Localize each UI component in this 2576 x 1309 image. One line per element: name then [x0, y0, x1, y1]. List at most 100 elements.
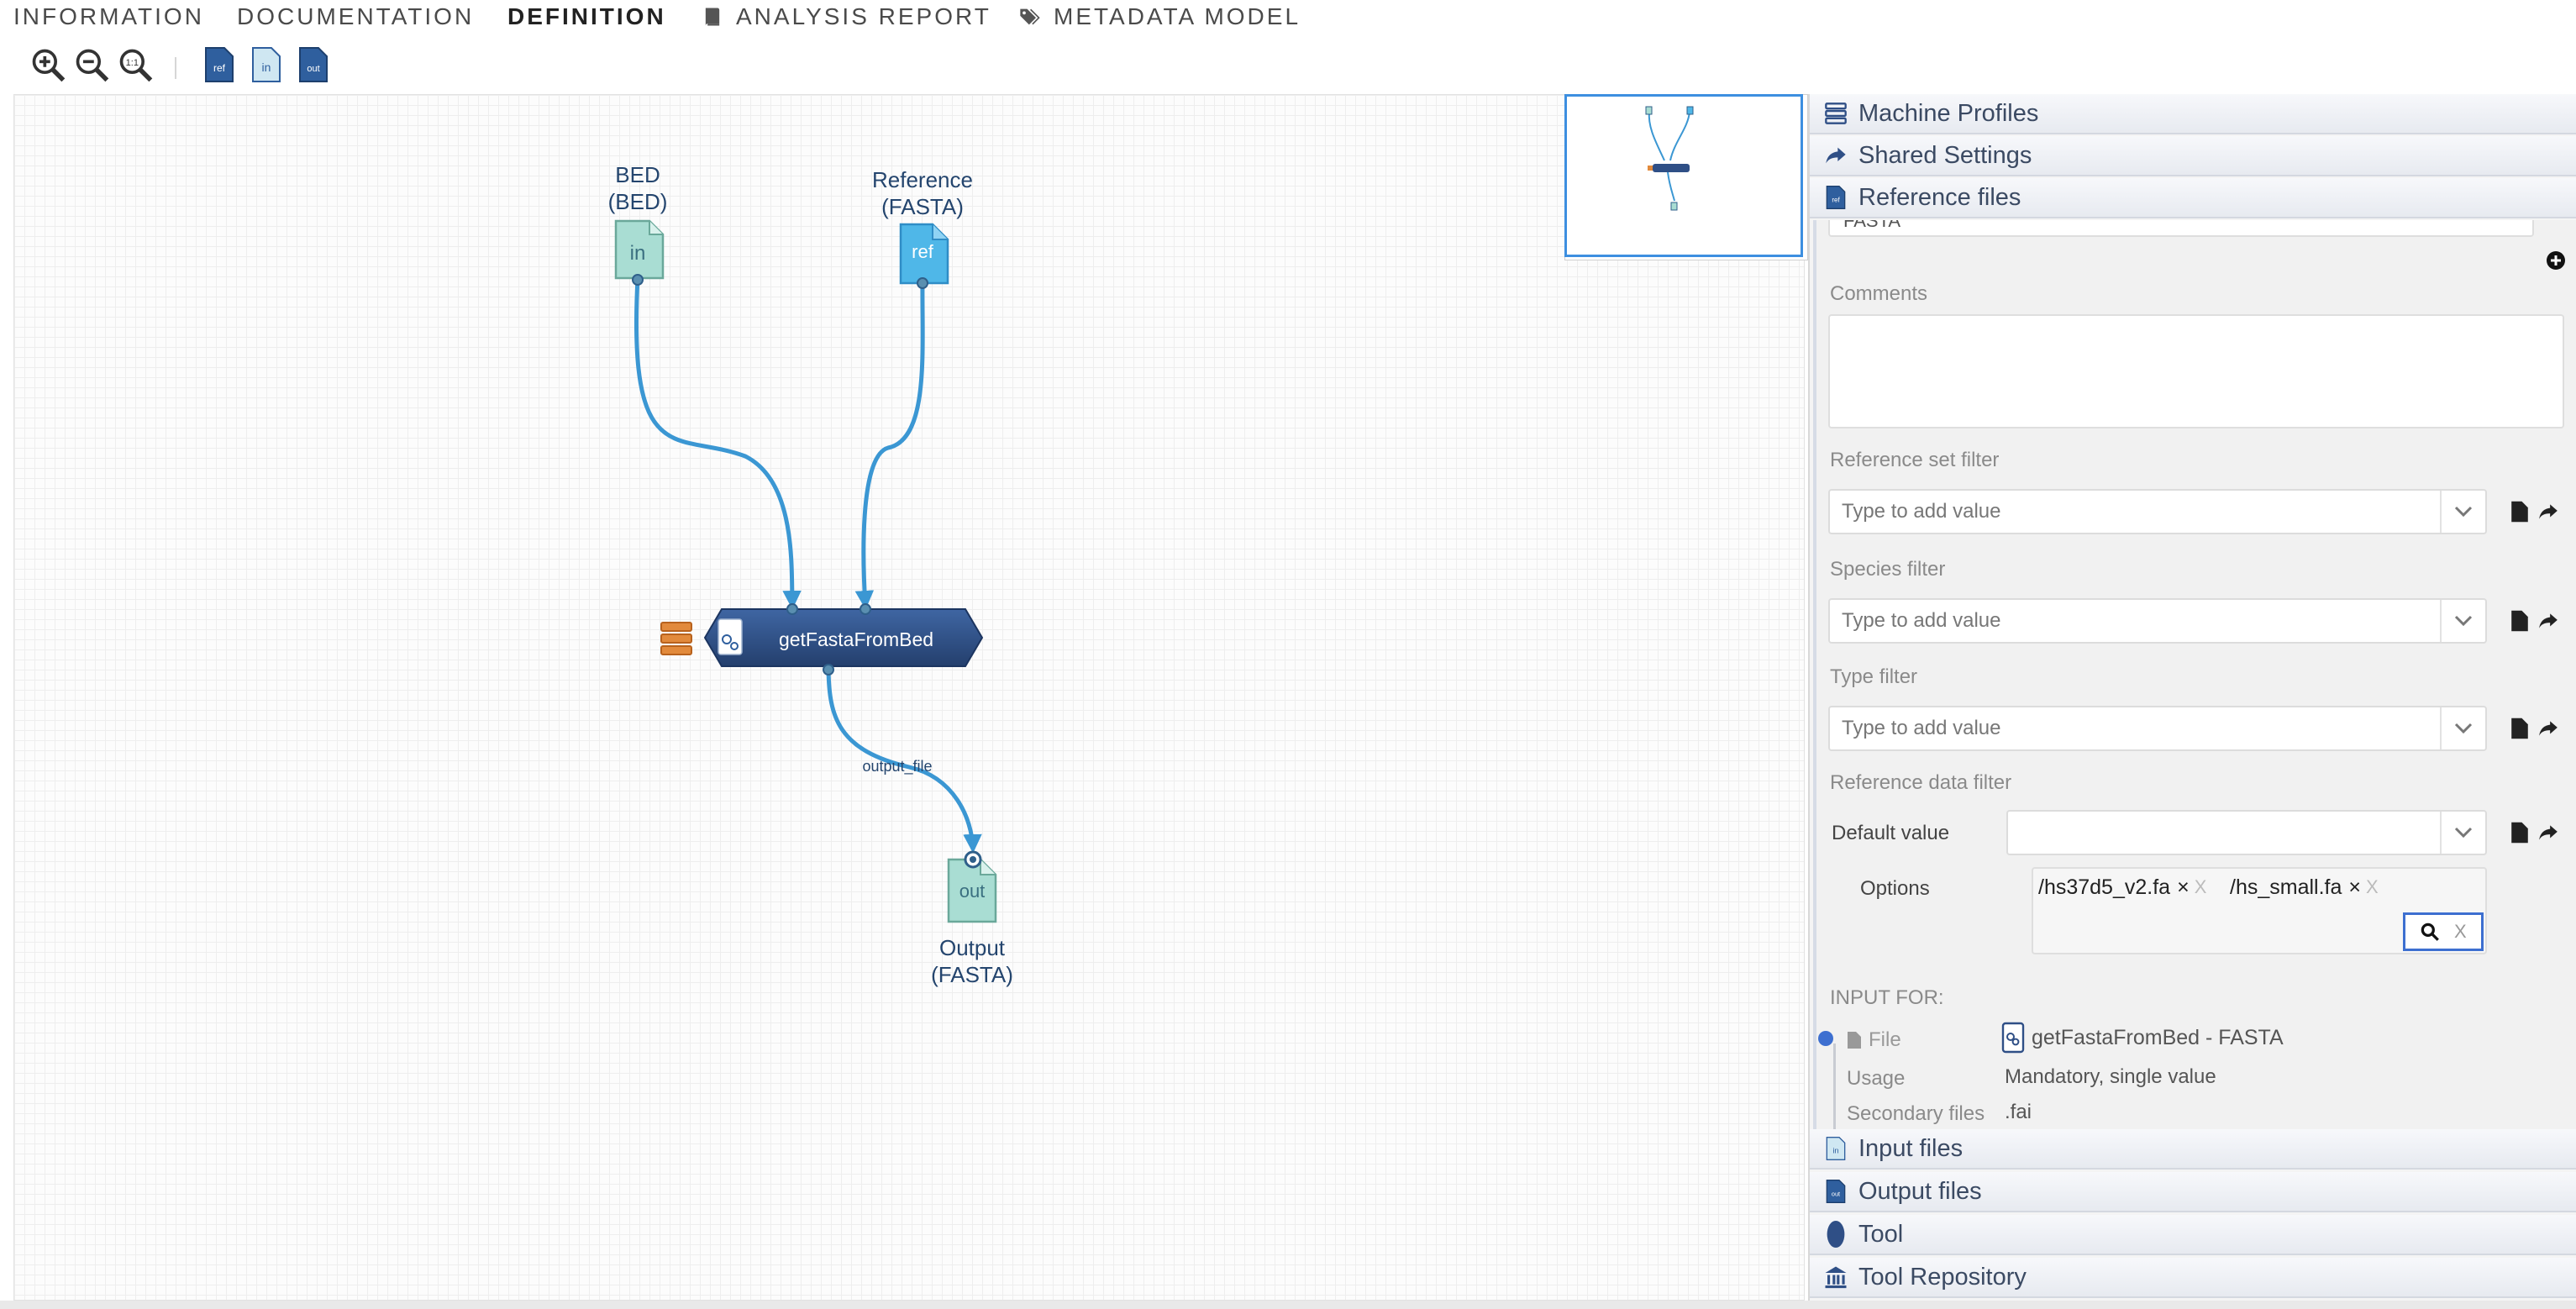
section-tool-label: Tool [1858, 1220, 1904, 1248]
svg-text:out: out [1832, 1190, 1840, 1197]
option-tag-1-remove[interactable]: × [2177, 875, 2190, 899]
bottom-scrollbar[interactable] [0, 1301, 2576, 1309]
reference-node[interactable]: ref [899, 223, 949, 289]
bed-input-node[interactable]: in [614, 219, 665, 286]
tool-node-label: getFastaFromBed [779, 628, 933, 650]
tool-input-port-reference[interactable] [860, 603, 871, 615]
option-tag-2: /hs_small.fa × X [2230, 870, 2379, 904]
top-navigation: INFORMATION DOCUMENTATION DEFINITION ANA… [0, 0, 1428, 37]
machine-profile-icon [660, 622, 692, 655]
section-input-files[interactable]: in Input files [1810, 1129, 2576, 1170]
bed-node-badge: in [630, 242, 646, 265]
book-icon [705, 8, 720, 26]
section-reference-files-label: Reference files [1858, 183, 2021, 211]
species-filter-select[interactable]: Type to add value [1828, 598, 2487, 644]
file-icon[interactable] [2507, 607, 2532, 635]
tab-metadata-model[interactable]: METADATA MODEL [1018, 3, 1301, 30]
zoom-in-button[interactable] [27, 44, 69, 86]
output-node[interactable]: out [947, 850, 997, 923]
minimap[interactable] [1564, 94, 1808, 260]
tool-output-port[interactable] [823, 664, 834, 676]
zoom-reset-icon: 1:1 [119, 49, 153, 82]
edge-bed-to-tool[interactable] [634, 277, 802, 610]
zoom-out-button[interactable] [71, 44, 113, 86]
add-reference-button[interactable]: ref [198, 44, 240, 86]
tab-definition[interactable]: DEFINITION [507, 3, 666, 30]
add-input-button[interactable]: in [245, 44, 287, 86]
zoom-reset-text: 1:1 [126, 58, 139, 68]
option-search-input[interactable]: X [2403, 912, 2484, 951]
tool-input-port-bed[interactable] [786, 603, 798, 615]
zoom-in-icon [32, 49, 66, 82]
file-icon[interactable] [2507, 818, 2532, 847]
section-tool-repository[interactable]: Tool Repository [1810, 1258, 2576, 1298]
section-output-files[interactable]: out Output files [1810, 1172, 2576, 1212]
reference-data-filter-label: Reference data filter [1830, 771, 2012, 794]
tool-node[interactable]: getFastaFromBed [660, 603, 984, 676]
tab-analysis-report[interactable]: ANALYSIS REPORT [701, 3, 991, 30]
share-icon[interactable] [2536, 607, 2561, 635]
minimap-graph [1645, 106, 1694, 211]
chevron-down-icon[interactable] [2440, 707, 2485, 749]
share-icon [1823, 141, 1848, 170]
section-shared-settings-label: Shared Settings [1858, 141, 2032, 169]
svg-text:in: in [1832, 1146, 1838, 1154]
add-output-button[interactable]: out [292, 44, 334, 86]
edge-reference-to-tool[interactable] [854, 281, 925, 610]
reference-output-port[interactable] [917, 277, 928, 289]
input-file-icon: in [252, 47, 281, 82]
zoom-reset-button[interactable]: 1:1 [114, 44, 156, 86]
option-tag-1: /hs37d5_v2.fa × X [2038, 870, 2206, 904]
type-filter-placeholder: Type to add value [1842, 717, 2001, 739]
edge-tool-to-output[interactable] [826, 669, 982, 854]
reference-type-field[interactable]: FASTA [1828, 220, 2534, 237]
file-label: File [1869, 1028, 1901, 1051]
comments-textarea[interactable] [1828, 314, 2564, 428]
section-tool[interactable]: Tool [1810, 1215, 2576, 1255]
bed-output-port[interactable] [632, 274, 644, 286]
tab-documentation[interactable]: DOCUMENTATION [237, 3, 474, 30]
section-machine-profiles[interactable]: Machine Profiles [1810, 94, 2576, 134]
default-value-label: Default value [1832, 822, 1950, 844]
bed-node-title: BED [615, 162, 660, 187]
file-icon[interactable] [2507, 497, 2532, 526]
svg-text:ref: ref [1832, 196, 1840, 203]
type-filter-select[interactable]: Type to add value [1828, 706, 2487, 751]
close-icon[interactable]: X [2366, 876, 2379, 897]
chevron-down-icon[interactable] [2440, 812, 2485, 854]
tool-gear-icon [722, 634, 732, 644]
workflow-graph: BED (BED) in Reference (FASTA) ref [608, 162, 1013, 987]
option-tag-2-text: /hs_small.fa [2230, 875, 2342, 899]
output-node-format: (FASTA) [931, 962, 1013, 987]
share-icon[interactable] [2536, 497, 2561, 526]
section-shared-settings[interactable]: Shared Settings [1810, 136, 2576, 176]
tab-documentation-label: DOCUMENTATION [237, 3, 475, 29]
chevron-down-icon[interactable] [2440, 491, 2485, 533]
add-reference-row-button[interactable] [2546, 250, 2566, 271]
input-file-icon: in [1823, 1134, 1848, 1163]
file-icon[interactable] [2507, 714, 2532, 743]
reference-set-filter-placeholder: Type to add value [1842, 500, 2001, 523]
connection-dot [1818, 1031, 1833, 1046]
share-icon[interactable] [2536, 714, 2561, 743]
usage-label: Usage [1847, 1067, 1906, 1090]
minimap-viewport[interactable] [1564, 94, 1803, 257]
usage-value: Mandatory, single value [2005, 1065, 2216, 1088]
tool-link[interactable]: getFastaFromBed - FASTA [2001, 1022, 2284, 1054]
tab-information[interactable]: INFORMATION [13, 3, 204, 30]
reference-set-filter-select[interactable]: Type to add value [1828, 489, 2487, 534]
graph-toolbar: 1:1 ref in out [0, 44, 420, 91]
option-tag-2-remove[interactable]: × [2348, 875, 2361, 899]
default-value-select[interactable] [2006, 810, 2487, 855]
section-reference-files[interactable]: ref Reference files [1810, 178, 2576, 218]
reference-set-filter-label: Reference set filter [1830, 449, 2000, 471]
section-output-files-label: Output files [1858, 1177, 1982, 1205]
chevron-down-icon[interactable] [2440, 600, 2485, 642]
option-search-clear[interactable]: X [2454, 921, 2467, 942]
share-icon[interactable] [2536, 818, 2561, 847]
tool-icon [1823, 1220, 1848, 1249]
secondary-files-value: .fai [2005, 1101, 2032, 1123]
reference-type-value: FASTA [1843, 220, 1901, 231]
close-icon[interactable]: X [2194, 876, 2207, 897]
workflow-canvas[interactable]: BED (BED) in Reference (FASTA) ref [13, 94, 1805, 1301]
